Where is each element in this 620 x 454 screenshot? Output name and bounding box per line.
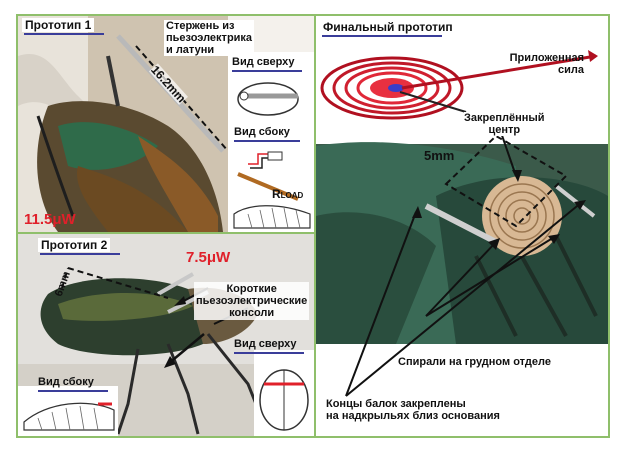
prototype-2-side-view-label: Вид сбоку — [38, 376, 94, 388]
prototype-1-power: 11.5μW — [24, 211, 76, 228]
rload-label: RLOAD — [272, 187, 304, 201]
prototype-2-top-view-diagram — [254, 350, 314, 436]
top-view-diagram — [237, 82, 299, 116]
applied-force-label: Приложенная сила — [509, 52, 584, 76]
final-size-label: 5mm — [424, 148, 455, 163]
beam-ends-label: Концы балок закреплены на надкрыльях бли… — [326, 398, 500, 422]
prototype-2-panel: Прототип 2 7.5μW 6mm Короткие пьезоэлект… — [16, 232, 316, 438]
prototype-2-side-view-diagram — [18, 386, 118, 436]
spirals-label: Спирали на грудном отделе — [398, 356, 551, 368]
cantilever-label: Короткие пьезоэлектрические консоли — [194, 282, 310, 320]
fixed-center-label: Закреплённый центр — [464, 112, 545, 136]
prototype-1-side-view-label: Вид сбоку — [234, 126, 290, 138]
prototype-2-power: 7.5μW — [186, 249, 231, 266]
prototype-1-top-view-label: Вид сверху — [232, 56, 295, 68]
final-beetle-photo — [316, 117, 608, 397]
final-prototype-title: Финальный прототип — [320, 20, 456, 34]
final-prototype-photo — [316, 50, 608, 397]
rod-label: Стержень из пьезоэлектрика и латуни — [164, 20, 255, 56]
final-prototype-panel: Финальный прототип Приложенная сила Закр… — [314, 14, 610, 438]
side-view-diagram — [233, 151, 311, 229]
spiral-diagram — [320, 50, 598, 120]
prototype-1-title: Прототип 1 — [22, 18, 95, 32]
prototype-2-top-view-label: Вид сверху — [234, 338, 297, 350]
prototype-2-photo — [18, 234, 314, 436]
prototype-1-diagrams: Вид сверху Вид сбоку RLOAD — [228, 52, 314, 232]
prototype-1-panel: Прототип 1 Стержень из пьезоэлектрика и … — [16, 14, 316, 234]
prototype-2-title: Прототип 2 — [38, 238, 111, 252]
